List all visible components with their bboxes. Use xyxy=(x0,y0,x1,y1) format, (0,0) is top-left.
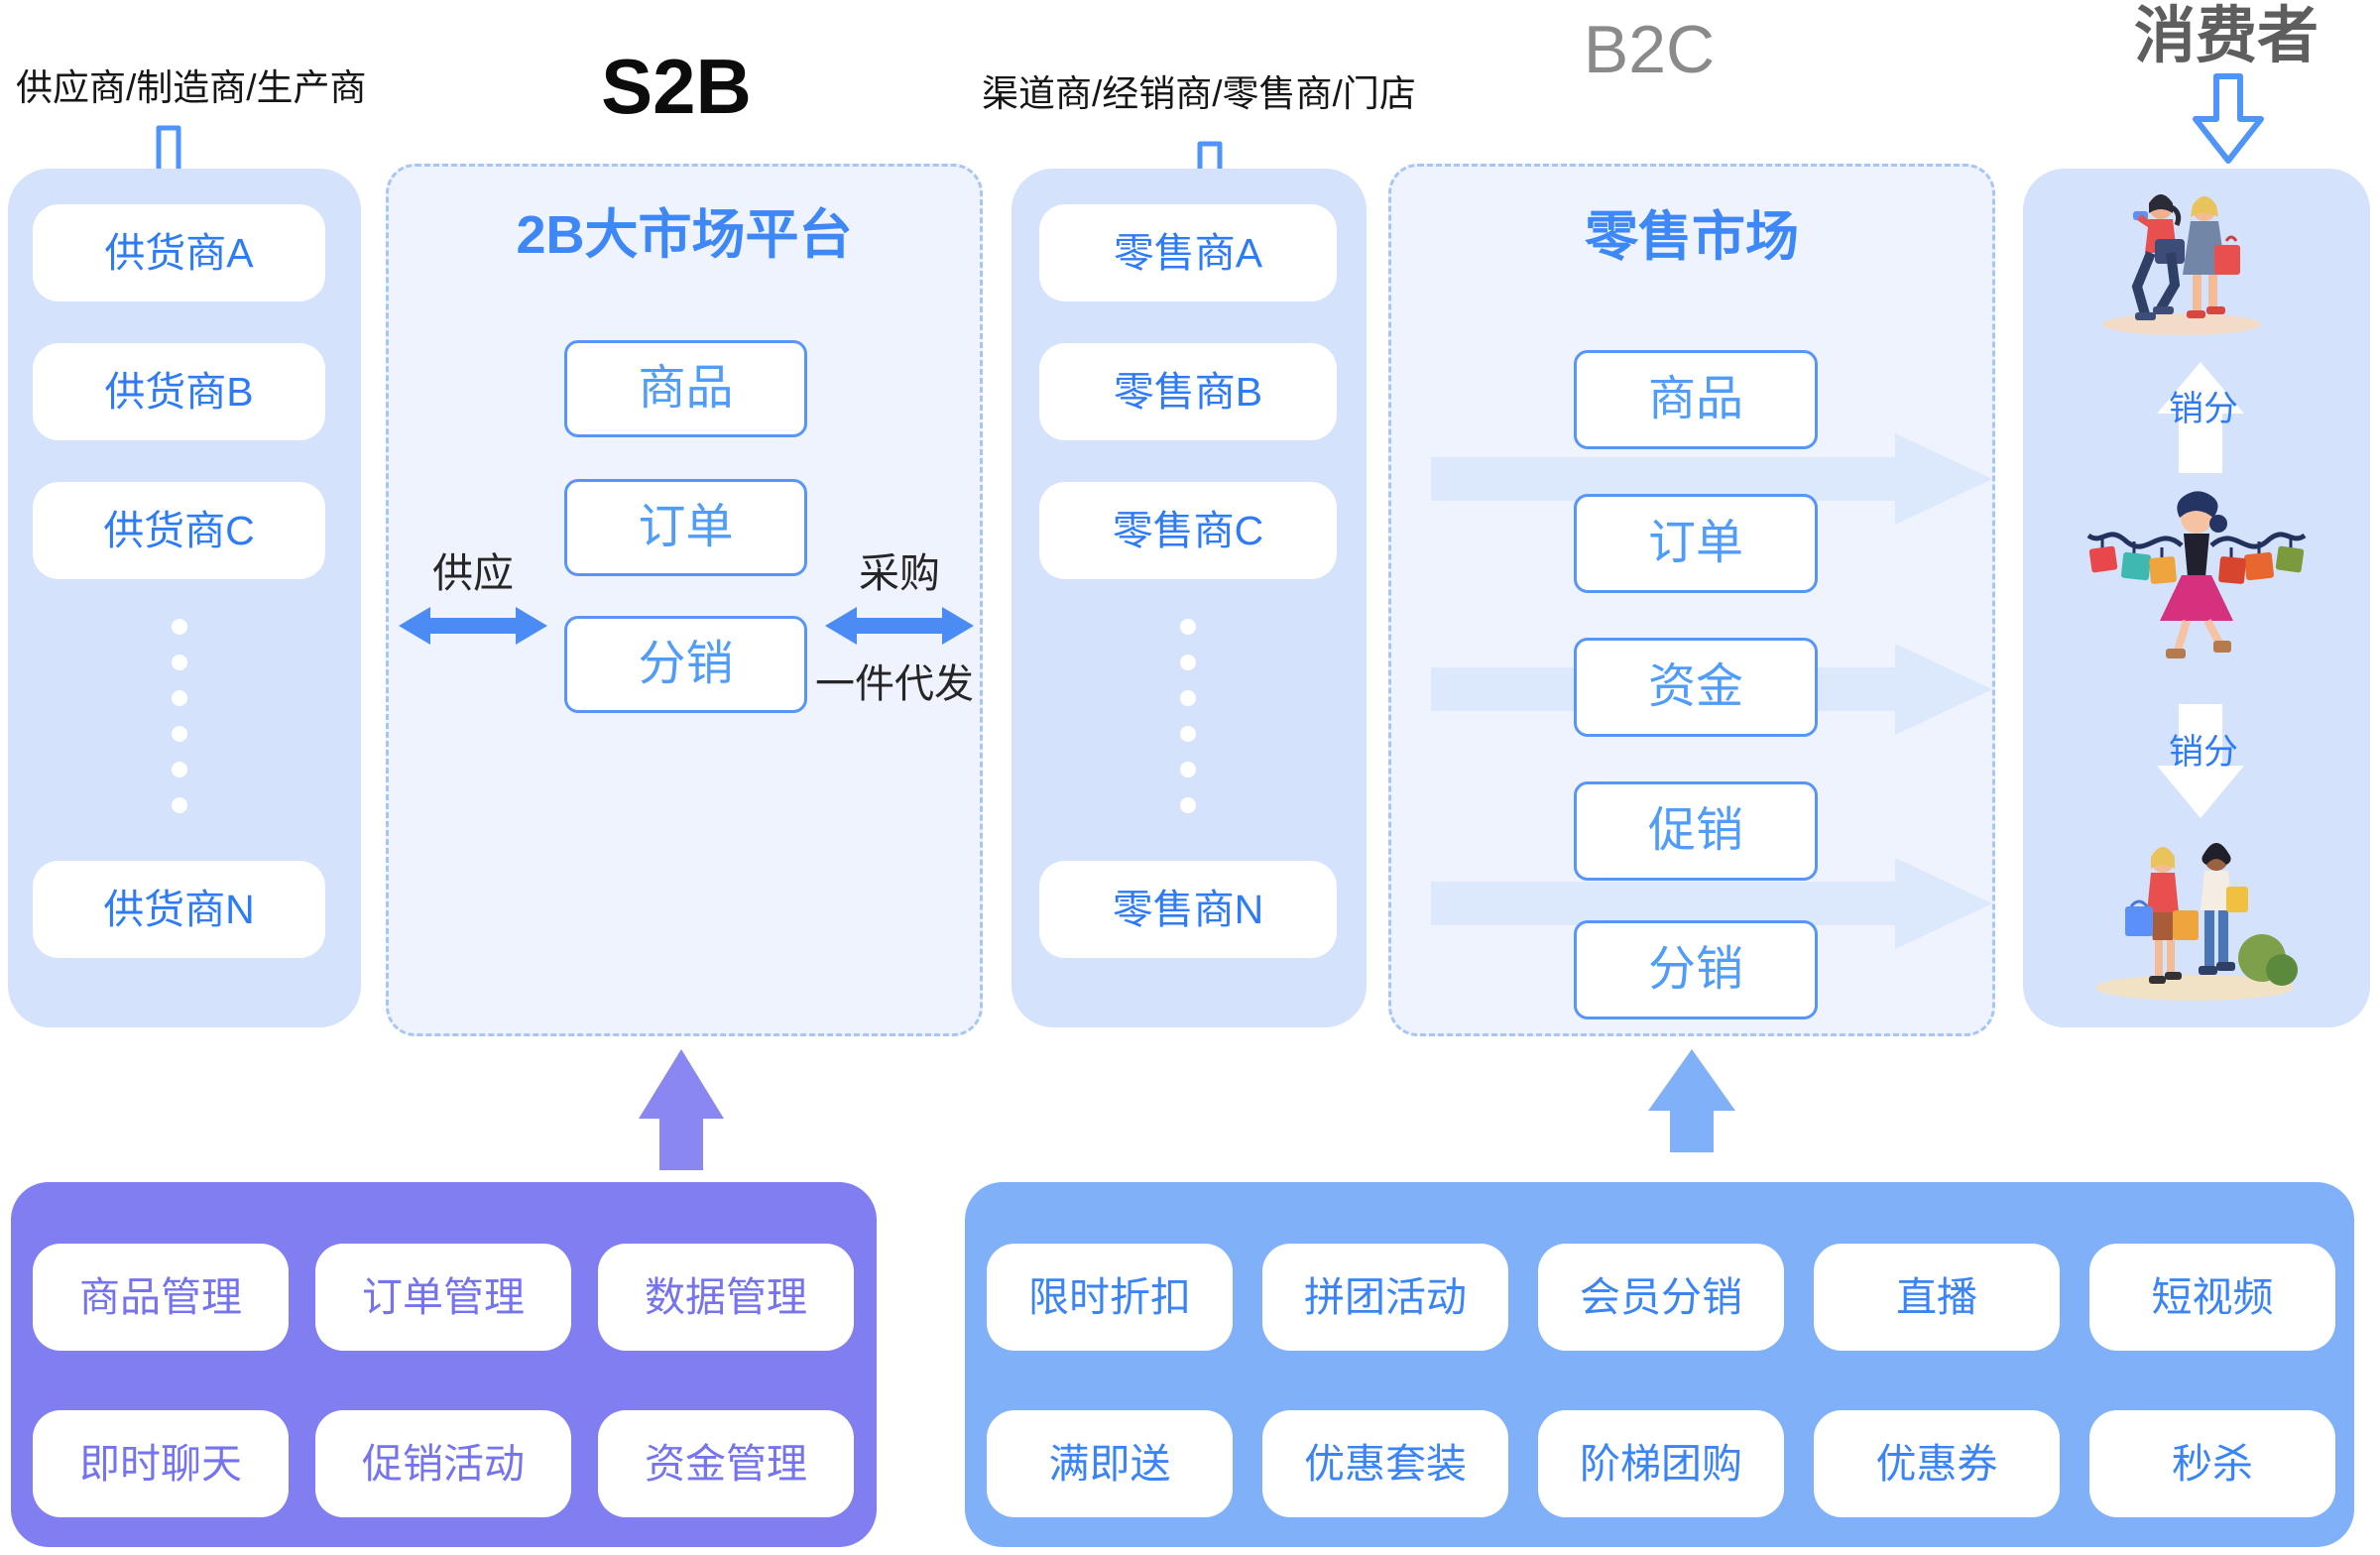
toolbox-item: 优惠套装 xyxy=(1262,1410,1508,1517)
module-promotion: 促销 xyxy=(1574,781,1818,881)
purchase-label: 采购 xyxy=(859,550,940,596)
toolbox-item: 订单管理 xyxy=(315,1244,571,1351)
consumer-column-panel: 分销 xyxy=(2023,169,2370,1027)
flow-right-arrow-icon xyxy=(1431,431,1996,527)
s2b-toolbox-up-arrow-icon xyxy=(639,1049,724,1170)
s2b-title: S2B xyxy=(601,43,752,130)
shoppers-strolling-illustration xyxy=(2068,831,2325,1005)
supplier-a-box: 供货商A xyxy=(33,204,325,301)
dropship-label: 一件代发 xyxy=(815,662,974,706)
distribution-down-arrow: 分销 xyxy=(2157,704,2244,818)
b2c-toolbox-up-arrow-icon xyxy=(1648,1049,1735,1152)
retailer-a-box: 零售商A xyxy=(1039,204,1337,301)
distribution-down-label: 分销 xyxy=(2164,732,2237,776)
toolbox-item: 资金管理 xyxy=(598,1410,854,1517)
retailer-c-box: 零售商C xyxy=(1039,482,1337,579)
toolbox-item: 直播 xyxy=(1814,1244,2060,1351)
toolbox-item: 阶梯团购 xyxy=(1538,1410,1784,1517)
b2c-title: B2C xyxy=(1583,12,1716,87)
toolbox-item: 优惠券 xyxy=(1814,1410,2060,1517)
toolbox-item: 限时折扣 xyxy=(987,1244,1233,1351)
b2c-toolbox-panel: 限时折扣 拼团活动 会员分销 直播 短视频 满即送 优惠套装 阶梯团购 优惠券 … xyxy=(965,1182,2354,1547)
module-distribution: 分销 xyxy=(1574,920,1818,1019)
module-orders: 订单 xyxy=(1574,494,1818,593)
retail-market-panel: 零售市场 商品 订单 资金 促销 分销 xyxy=(1388,164,1995,1036)
toolbox-item: 短视频 xyxy=(2089,1244,2335,1351)
toolbox-item: 满即送 xyxy=(987,1410,1233,1517)
platform-2b-title: 2B大市场平台 xyxy=(516,205,853,265)
purchase-double-arrow-icon xyxy=(825,604,974,648)
s2b-toolbox-panel: 商品管理 订单管理 数据管理 即时聊天 促销活动 资金管理 xyxy=(11,1182,877,1547)
module-distribution: 分销 xyxy=(564,616,807,713)
retailer-b-box: 零售商B xyxy=(1039,343,1337,440)
toolbox-item: 拼团活动 xyxy=(1262,1244,1508,1351)
flow-right-arrow-icon xyxy=(1431,856,1996,951)
supplier-c-box: 供货商C xyxy=(33,482,325,579)
platform-2b-panel: 2B大市场平台 商品 订单 分销 供应 采购 一件代发 xyxy=(386,164,983,1036)
module-orders: 订单 xyxy=(564,479,807,576)
toolbox-item: 数据管理 xyxy=(598,1244,854,1351)
supply-double-arrow-icon xyxy=(399,604,547,648)
toolbox-item: 会员分销 xyxy=(1538,1244,1784,1351)
supplier-flow-label: 供应商/制造商/生产商 xyxy=(16,67,367,108)
shopper-with-bags-illustration xyxy=(2063,484,2330,667)
retailer-column-panel: 零售商A 零售商B 零售商C 零售商N xyxy=(1012,169,1367,1027)
module-funds: 资金 xyxy=(1574,638,1818,737)
toolbox-item: 秒杀 xyxy=(2089,1410,2335,1517)
supplier-column-panel: 供货商A 供货商B 供货商C 供货商N xyxy=(8,169,361,1027)
retailer-n-box: 零售商N xyxy=(1039,861,1337,958)
consumer-down-arrow-icon xyxy=(2193,73,2264,165)
channel-flow-label: 渠道商/经销商/零售商/门店 xyxy=(982,73,1416,114)
supplier-n-box: 供货商N xyxy=(33,861,325,958)
consumers-walking-illustration xyxy=(2078,183,2296,337)
toolbox-item: 即时聊天 xyxy=(33,1410,289,1517)
module-goods: 商品 xyxy=(564,340,807,437)
distribution-up-label: 分销 xyxy=(2164,390,2237,432)
toolbox-item: 促销活动 xyxy=(315,1410,571,1517)
supply-label: 供应 xyxy=(432,550,514,596)
supplier-b-box: 供货商B xyxy=(33,343,325,440)
retail-market-title: 零售市场 xyxy=(1585,207,1799,267)
consumer-title: 消费者 xyxy=(2133,2,2319,70)
module-goods: 商品 xyxy=(1574,350,1818,449)
toolbox-item: 商品管理 xyxy=(33,1244,289,1351)
distribution-up-arrow: 分销 xyxy=(2157,362,2244,473)
